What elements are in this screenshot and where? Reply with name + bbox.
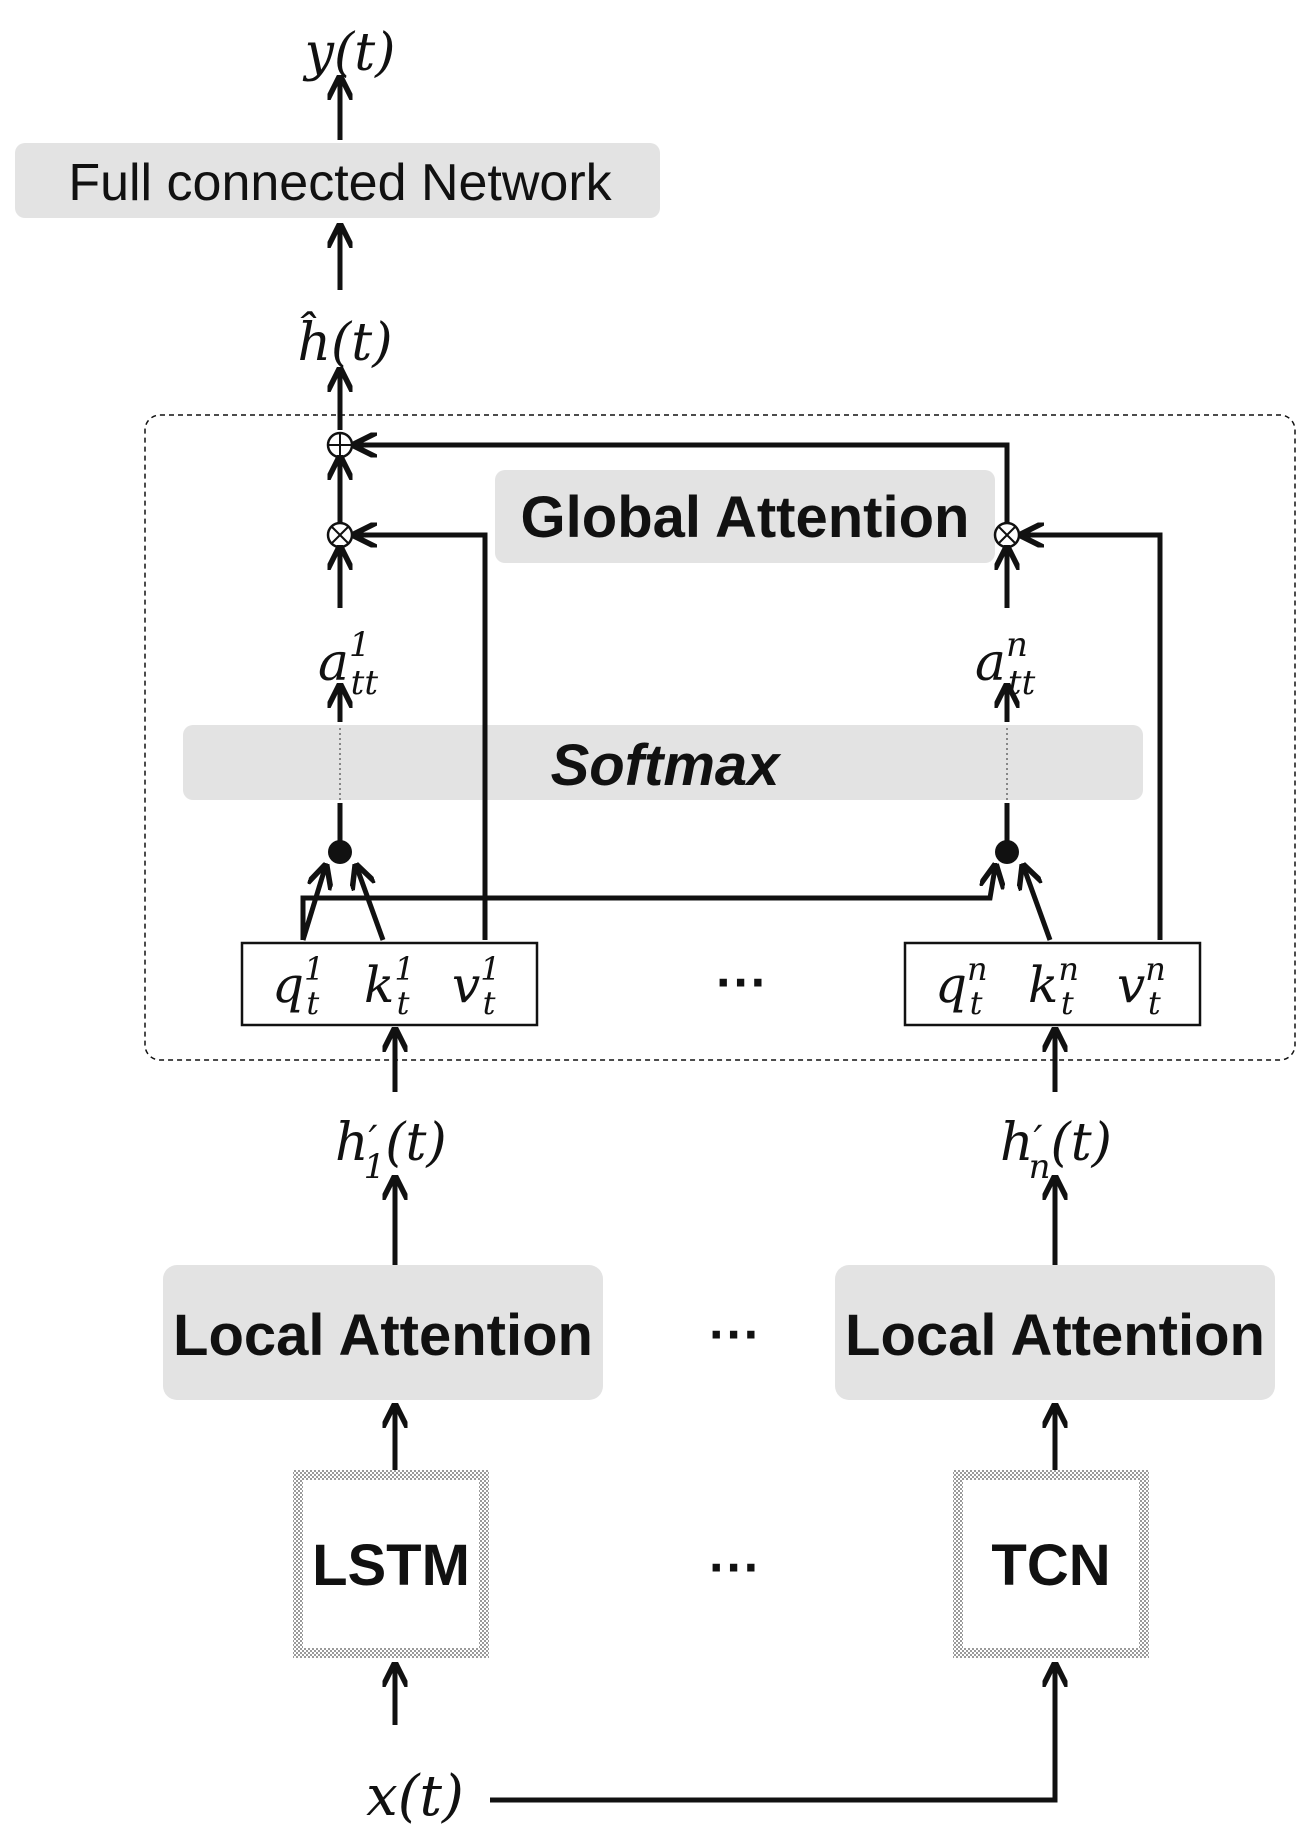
qkv-box-right — [903, 941, 1202, 1027]
fc-network-box — [15, 143, 660, 218]
global-attention-container — [144, 414, 1296, 1061]
mul-operator-right-d2 — [998, 526, 1016, 544]
local-attention-box-left — [163, 1265, 603, 1400]
arrow-input-to-tcn — [490, 1667, 1055, 1803]
arrow-kn-to-dot — [1024, 868, 1053, 941]
ellipsis-qkv: ··· — [716, 954, 768, 1012]
arrow-right-branch-to-add — [357, 445, 1010, 522]
hn-prime-label: h′n(t) — [1000, 1113, 1112, 1187]
softmax-label: Softmax — [551, 733, 783, 798]
arrow-v1-to-mul — [357, 535, 488, 940]
dot-product-left — [328, 840, 352, 864]
hhat-label: ĥ(t) — [298, 311, 393, 373]
mul-operator-left-d2 — [331, 526, 349, 544]
tcn-label: TCN — [991, 1533, 1110, 1598]
output-label: y(t) — [303, 23, 396, 83]
lstm-box — [303, 1480, 479, 1648]
input-label: x(t) — [366, 1764, 464, 1825]
tcn-box — [963, 1480, 1139, 1648]
ellipsis-models: ··· — [709, 1539, 761, 1597]
local-attention-label-left: Local Attention — [173, 1303, 593, 1368]
qkv-box-left — [240, 941, 539, 1027]
arrow-q1-to-dotn — [300, 868, 995, 940]
softmax-box — [183, 725, 1143, 800]
arrow-k1-to-dot — [357, 868, 386, 941]
global-attention-label: Global Attention — [521, 485, 970, 550]
arrow-q1-to-dot — [300, 868, 325, 941]
arrow-vn-to-mul — [1024, 535, 1163, 940]
global-attention-box — [495, 470, 995, 563]
h1-prime-label: h′1(t) — [335, 1113, 447, 1187]
dot-product-right — [995, 840, 1019, 864]
ellipsis-local: ··· — [709, 1306, 761, 1364]
local-attention-box-right — [835, 1265, 1275, 1400]
fc-network-label: Full connected Network — [68, 154, 612, 212]
lstm-label: LSTM — [312, 1533, 470, 1598]
local-attention-label-right: Local Attention — [845, 1303, 1265, 1368]
